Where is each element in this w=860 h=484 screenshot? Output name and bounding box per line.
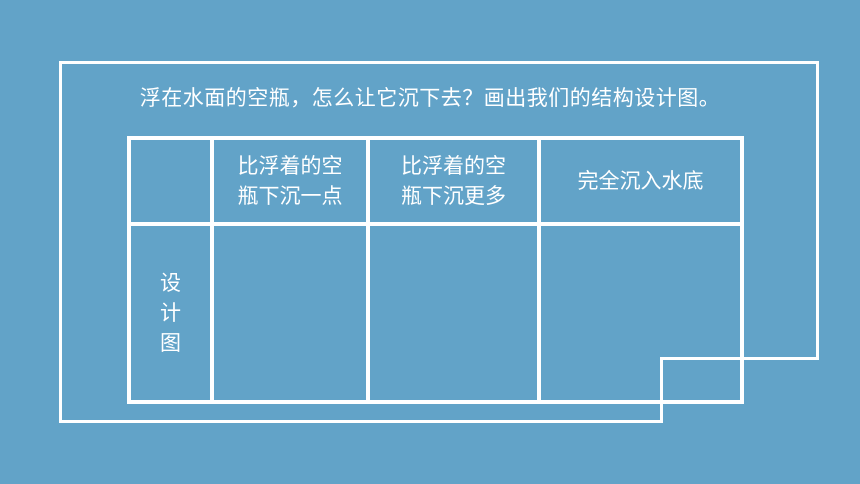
header-line: 完全沉入水底 bbox=[577, 169, 704, 193]
header-line: 瓶下沉一点 bbox=[237, 184, 343, 208]
design-cell-sink-more[interactable] bbox=[366, 222, 541, 404]
design-cell-fully-sunk[interactable] bbox=[537, 222, 744, 404]
outer-frame-left-edge bbox=[59, 360, 62, 423]
design-cell-sink-slightly[interactable] bbox=[210, 222, 370, 404]
outer-frame-bottom-edge bbox=[59, 420, 663, 423]
row-label: 设计图 bbox=[160, 271, 181, 355]
header-cell-sink-slightly: 比浮着的空 瓶下沉一点 bbox=[210, 136, 370, 226]
table-header-row: 比浮着的空 瓶下沉一点 比浮着的空 瓶下沉更多 完全沉入水底 bbox=[127, 136, 744, 226]
design-table: 比浮着的空 瓶下沉一点 比浮着的空 瓶下沉更多 完全沉入水底 设计图 bbox=[127, 136, 744, 404]
header-cell-sink-more: 比浮着的空 瓶下沉更多 bbox=[366, 136, 541, 226]
header-line: 比浮着的空 bbox=[237, 154, 343, 178]
header-cell-fully-sunk: 完全沉入水底 bbox=[537, 136, 744, 226]
header-line: 比浮着的空 bbox=[401, 154, 506, 178]
header-line: 瓶下沉更多 bbox=[401, 184, 506, 208]
header-cell-empty bbox=[127, 136, 214, 226]
outer-frame bbox=[59, 61, 819, 363]
row-label-cell: 设计图 bbox=[127, 222, 214, 404]
table-row: 设计图 bbox=[127, 222, 744, 404]
prompt-text: 浮在水面的空瓶，怎么让它沉下去？画出我们的结构设计图。 bbox=[139, 86, 721, 110]
